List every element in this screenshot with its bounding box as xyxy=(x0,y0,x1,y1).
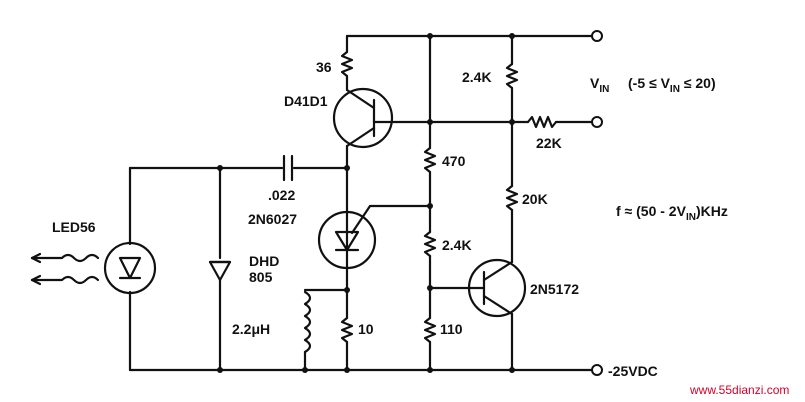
top-terminal xyxy=(591,30,603,42)
watermark-text: www.55dianzi.com xyxy=(689,383,789,397)
label-inductor: 2.2μH xyxy=(232,321,270,337)
supply-terminal xyxy=(591,364,603,376)
q1-collector xyxy=(345,126,376,148)
label-r24k-mid: 2.4K xyxy=(442,237,472,253)
resistor-2.4k-mid xyxy=(423,230,437,258)
label-805: 805 xyxy=(249,269,273,285)
q2-collector xyxy=(482,260,514,282)
label-q1: D41D1 xyxy=(284,93,328,109)
q1-emitter xyxy=(345,88,376,110)
label-frequency-formula: f ≈ (50 - 2VIN)KHz xyxy=(616,203,728,223)
resistor-2.4k-top xyxy=(505,62,519,90)
resistor-470 xyxy=(423,146,437,174)
put-gate xyxy=(350,204,372,235)
resistor-110 xyxy=(423,316,437,344)
junction-dots xyxy=(217,33,515,373)
label-r110: 110 xyxy=(440,321,463,337)
arrowhead-lower xyxy=(30,274,42,286)
resistor-22k xyxy=(526,115,558,129)
put-2n6027 xyxy=(317,210,377,270)
label-r36: 36 xyxy=(316,59,332,75)
label-supply: -25VDC xyxy=(608,363,658,379)
put-diode xyxy=(334,230,360,252)
resistor-10 xyxy=(340,316,354,344)
led56-symbol xyxy=(103,241,157,295)
label-vin-range: (-5 ≤ VIN ≤ 20) xyxy=(628,75,716,95)
label-r20k: 20K xyxy=(522,191,548,207)
label-r470: 470 xyxy=(442,153,466,169)
light-arrow-upper xyxy=(30,253,100,263)
led-diode xyxy=(118,256,142,280)
label-c1: .022 xyxy=(268,187,295,203)
diode-dhd805 xyxy=(208,260,232,282)
label-r10: 10 xyxy=(358,321,374,337)
q2-emitter xyxy=(482,294,514,316)
arrowhead-upper xyxy=(30,252,42,264)
label-vin: VIN xyxy=(590,75,609,95)
label-r22k: 22K xyxy=(536,135,562,151)
label-led56: LED56 xyxy=(52,219,96,235)
label-2n6027: 2N6027 xyxy=(248,211,297,227)
label-dhd: DHD xyxy=(249,253,279,269)
inductor-2.2uh xyxy=(303,290,312,354)
vin-terminal xyxy=(591,116,603,128)
resistor-20k xyxy=(505,184,519,212)
resistor-36 xyxy=(340,50,354,78)
label-r24k-top: 2.4K xyxy=(462,69,492,85)
transistor-d41d1 xyxy=(332,87,394,149)
light-arrow-lower xyxy=(30,275,100,285)
label-2n5172: 2N5172 xyxy=(530,281,579,297)
